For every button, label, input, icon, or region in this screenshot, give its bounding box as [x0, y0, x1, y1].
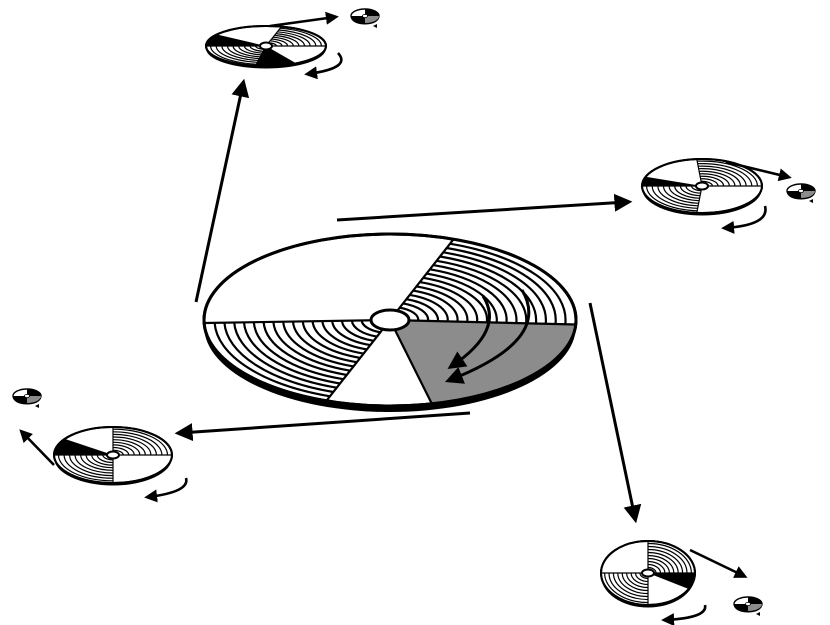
main-disc-body-sector-edge — [389, 319, 433, 405]
satellite-disc-top-solid-sector — [255, 46, 296, 66]
satellite-disc-right-solid-sector — [642, 176, 702, 186]
satellite-disc-left-hub-hole — [106, 450, 120, 460]
tiny-discs — [12, 8, 816, 616]
arrow-to-left — [174, 411, 471, 442]
main-disc-body — [202, 232, 578, 412]
tiny-disc-bottom-right — [733, 596, 763, 616]
rotation-arrow-outer — [444, 289, 531, 384]
satellite-disc-left — [53, 426, 173, 486]
main-disc — [202, 232, 578, 412]
satellite-disc-bottom-right-groove-sector — [647, 542, 692, 574]
satellite-disc-left-outline — [53, 426, 173, 484]
satellite-disc-bottom-right-outline — [600, 540, 696, 606]
satellite-disc-top-hub-hole — [259, 41, 273, 51]
satellite-discs — [19, 11, 792, 625]
satellite-disc-bottom-right-drift-arrow — [689, 548, 748, 578]
main-disc-body-hub-hole — [369, 308, 411, 332]
satellite-disc-left-rotation-arrow — [144, 477, 188, 503]
satellite-disc-right-groove-sector — [646, 185, 702, 212]
satellite-disc-bottom-right — [600, 540, 696, 608]
satellite-disc-bottom-right-hub-hole — [641, 568, 655, 578]
satellite-disc-top-drift-arrow — [269, 11, 339, 28]
main-disc-body-groove-sector — [399, 242, 567, 325]
arrow-to-right — [336, 193, 633, 222]
tiny-disc-rotation-mark — [373, 24, 377, 28]
main-disc-body-outline — [202, 232, 578, 408]
arrow-to-bottom-right — [588, 302, 642, 524]
satellite-disc-right-outline — [641, 158, 763, 214]
tiny-disc-rotation-mark — [809, 199, 813, 203]
outward-arrows — [174, 78, 642, 524]
satellite-disc-top-outline — [205, 25, 327, 67]
satellite-disc-right-drift-arrow — [725, 160, 792, 182]
satellite-disc-top-rotation-arrow — [304, 52, 343, 80]
main-disc-body-shaded-sector — [390, 320, 576, 404]
main-disc-body-sector-edge — [389, 318, 576, 326]
main-disc-body-sector-edge — [204, 318, 391, 325]
satellite-disc-right-sector-edge — [696, 185, 703, 214]
main-disc-body-groove-sector — [213, 320, 381, 398]
satellite-disc-right-rotation-arrow — [721, 205, 767, 234]
tiny-disc-right — [786, 183, 816, 203]
satellite-disc-top — [205, 25, 327, 69]
tiny-disc-rotation-mark — [756, 612, 760, 616]
tiny-disc-left — [12, 388, 42, 408]
satellite-disc-right-sector-edge — [696, 158, 703, 187]
satellite-disc-bottom-right-groove-sector — [604, 572, 649, 604]
arrow-to-top — [194, 78, 250, 303]
satellite-disc-left-groove-sector — [57, 454, 114, 482]
satellite-disc-left-drift-arrow — [19, 429, 55, 466]
rotation-arrow-inner — [447, 295, 491, 370]
main-disc-body-sector-edge — [389, 238, 455, 321]
main-rotation-arrows — [444, 289, 531, 384]
satellite-disc-top-groove-sector — [268, 27, 322, 47]
satellite-disc-top-solid-sector — [206, 34, 266, 46]
main-disc-body-sector-edge — [325, 319, 391, 402]
satellite-disc-left-groove-sector — [112, 428, 169, 456]
satellite-disc-bottom-right-rotation-arrow — [661, 604, 707, 625]
satellite-disc-bottom-right-solid-sector — [648, 573, 695, 589]
tiny-disc-rotation-mark — [35, 404, 39, 408]
satellite-disc-left-solid-sector — [53, 438, 113, 455]
satellite-disc-right — [641, 158, 763, 216]
satellite-disc-right-hub-hole — [695, 181, 709, 191]
tiny-disc-top — [350, 8, 380, 28]
